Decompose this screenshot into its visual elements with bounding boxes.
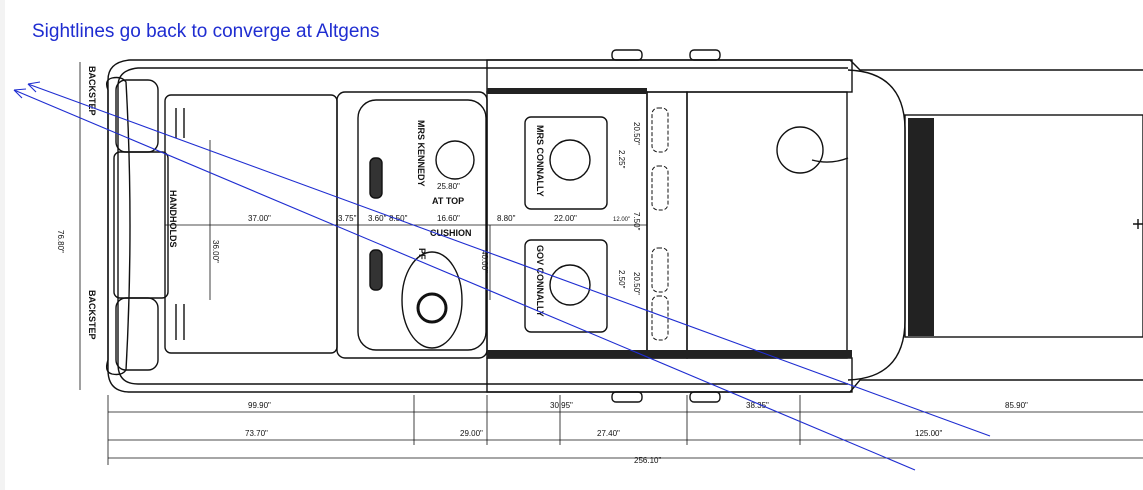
bottom-rail-dark bbox=[487, 350, 852, 358]
steering-column bbox=[811, 157, 849, 163]
trunk-area bbox=[164, 94, 338, 354]
dim-2200: 22.00" bbox=[554, 214, 577, 223]
dim-9990: 99.90" bbox=[248, 401, 271, 410]
door-handle-bottom-right bbox=[689, 391, 721, 403]
label-backstep-bottom: BACKSTEP bbox=[87, 290, 97, 340]
sightline-upper bbox=[27, 83, 991, 437]
dim-2740: 27.40" bbox=[597, 429, 620, 438]
front-cabin bbox=[686, 91, 848, 359]
dim-2580: 25.80" bbox=[437, 182, 460, 191]
dim-1660: 16.60" bbox=[437, 214, 460, 223]
dim-4000: 40.00" bbox=[480, 250, 489, 273]
dim-750: 7.50" bbox=[632, 212, 641, 231]
top-rail bbox=[486, 59, 853, 93]
divider-seat-1 bbox=[651, 107, 669, 153]
dim-375: 3.75" bbox=[338, 214, 357, 223]
sightline-arrowhead-upper bbox=[27, 81, 41, 93]
dim-12500: 125.00" bbox=[915, 429, 942, 438]
label-handholds: HANDHOLDS bbox=[168, 190, 178, 248]
hood bbox=[904, 114, 1143, 338]
dim-3835: 38.35" bbox=[746, 401, 769, 410]
dim-2050b: 20.50" bbox=[632, 272, 641, 295]
hood-ornament-icon bbox=[1133, 219, 1143, 229]
dim-width: 76.80" bbox=[56, 230, 65, 253]
president-head bbox=[416, 292, 448, 324]
top-rail-dark bbox=[487, 88, 647, 94]
dim-25610: 256.10" bbox=[634, 456, 661, 465]
backstep-bottom bbox=[115, 297, 159, 371]
divider-seat-2 bbox=[651, 165, 669, 211]
dim-handholds-span: 36.00" bbox=[211, 240, 220, 263]
president-head-outline bbox=[401, 251, 463, 349]
divider-seat-4 bbox=[651, 295, 669, 341]
dim-250: 2.50" bbox=[617, 270, 626, 289]
handhold-block bbox=[113, 151, 169, 299]
bottom-rail bbox=[486, 357, 853, 393]
armrest-top bbox=[369, 157, 383, 199]
seat-circle-connally bbox=[549, 139, 591, 181]
sightlines-caption: Sightlines go back to converge at Altgen… bbox=[32, 21, 380, 42]
radiator-grille bbox=[908, 118, 934, 336]
label-mrs-connally: MRS CONNALLY bbox=[535, 125, 545, 197]
dim-2050a: 20.50" bbox=[632, 122, 641, 145]
label-mrs-kennedy: MRS KENNEDY bbox=[416, 120, 426, 187]
sightline-arrowhead-lower bbox=[13, 88, 27, 99]
handhold-bar-top bbox=[175, 108, 185, 138]
dim-1200: 12.00" bbox=[613, 217, 630, 223]
label-pres: PF bbox=[417, 248, 427, 260]
door-handle-top-right bbox=[689, 49, 721, 61]
dim-7370: 73.70" bbox=[245, 429, 268, 438]
jump-seat-top bbox=[524, 116, 608, 210]
door-handle-bottom-left bbox=[611, 391, 643, 403]
label-gov-connally: GOV CONNALLY bbox=[535, 245, 545, 317]
seat-circle-gov bbox=[549, 264, 591, 306]
dim-37: 37.00" bbox=[248, 214, 271, 223]
steering-wheel bbox=[776, 126, 824, 174]
dim-360: 3.60" bbox=[368, 214, 387, 223]
front-windshield bbox=[847, 69, 906, 381]
dim-225: 2.25" bbox=[617, 150, 626, 169]
armrest-bottom bbox=[369, 249, 383, 291]
dim-850: 8.50" bbox=[389, 214, 408, 223]
dim-880: 8.80" bbox=[497, 214, 516, 223]
label-at-top: AT TOP bbox=[432, 196, 464, 206]
dim-8590: 85.90" bbox=[1005, 401, 1028, 410]
label-cushion: CUSHION bbox=[430, 228, 472, 238]
backstep-top bbox=[115, 79, 159, 153]
car-body-outline bbox=[107, 59, 1143, 393]
divider-seat-3 bbox=[651, 247, 669, 293]
dim-2900: 29.00" bbox=[460, 429, 483, 438]
car-body-inner bbox=[117, 67, 848, 385]
figure-panel: Sightlines go back to converge at Altgen… bbox=[5, 0, 1143, 490]
seat-circle-kennedy bbox=[435, 140, 475, 180]
door-handle-top-left bbox=[611, 49, 643, 61]
jump-seat-bottom bbox=[524, 239, 608, 333]
handhold-bar-bottom bbox=[175, 304, 185, 340]
label-backstep-top: BACKSTEP bbox=[87, 66, 97, 116]
dim-3095: 30.95" bbox=[550, 401, 573, 410]
sightline-lower bbox=[13, 89, 916, 471]
